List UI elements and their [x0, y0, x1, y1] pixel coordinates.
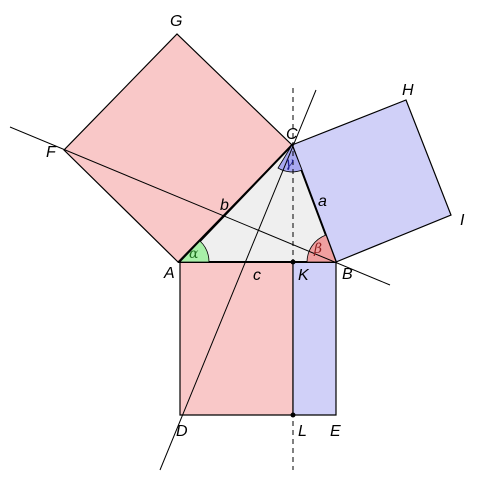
point-D-label: D [176, 423, 188, 440]
point-E-label: E [330, 423, 341, 440]
triangle-ABC [177, 143, 338, 263]
angle-gamma-sector [277, 144, 303, 173]
point-K-dot [290, 259, 296, 265]
line-through-C-D [159, 89, 317, 471]
point-L-label: L [298, 423, 307, 440]
point-C-label: C [286, 126, 298, 143]
point-H-label: H [402, 82, 414, 99]
line-through-F-B [9, 126, 391, 286]
angle-beta-label: β [313, 241, 322, 257]
side-b-label: b [220, 197, 229, 214]
side-c-label: c [253, 267, 261, 284]
point-K-label: K [298, 267, 310, 284]
point-A-label: A [163, 265, 175, 282]
side-a-label: a [318, 193, 327, 210]
angle-gamma-label: γ [285, 155, 294, 171]
angle-beta-sector [306, 234, 337, 263]
point-I-label: I [460, 212, 465, 229]
point-F-label: F [46, 144, 57, 161]
angle-alpha-label: α [189, 246, 199, 262]
point-L-dot [290, 412, 296, 418]
angle-alpha-sector [179, 240, 210, 263]
rectangle-KBEL [292, 261, 337, 416]
point-B-label: B [342, 266, 353, 283]
point-G-label: G [170, 13, 182, 30]
